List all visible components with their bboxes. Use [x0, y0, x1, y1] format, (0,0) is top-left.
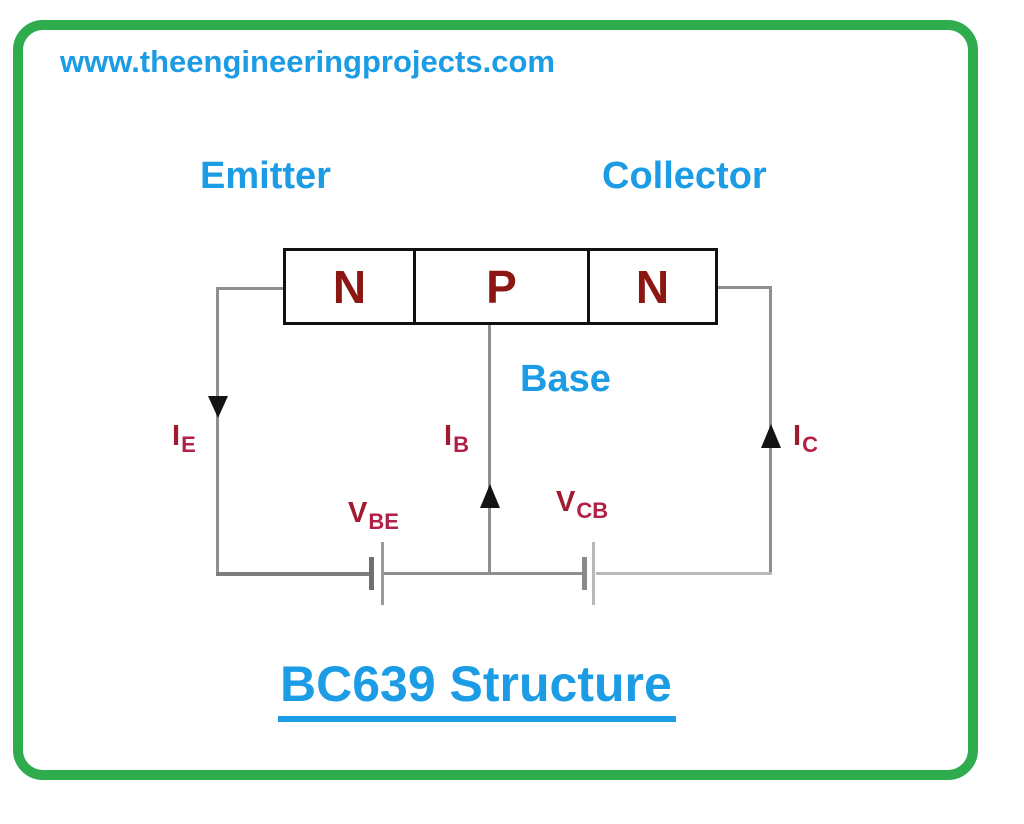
- bottom-wire-left: [216, 572, 370, 576]
- vbe-voltage-label: VBE: [348, 497, 399, 534]
- vcb-subscript: CB: [576, 498, 609, 523]
- base-wire-vertical: [488, 325, 491, 575]
- bottom-wire-right: [596, 572, 772, 575]
- vcb-symbol: V: [556, 486, 576, 518]
- npn-body-box: N P N: [283, 248, 718, 325]
- ib-subscript: B: [453, 432, 469, 457]
- vbe-subscript: BE: [368, 509, 399, 534]
- green-border-frame: [13, 20, 978, 780]
- base-current-arrow-up-icon: [480, 484, 500, 508]
- collector-current-label: IC: [793, 420, 818, 457]
- region-p-base: P: [416, 251, 590, 322]
- base-label: Base: [520, 358, 611, 400]
- ic-subscript: C: [802, 432, 818, 457]
- website-url: www.theengineeringprojects.com: [60, 44, 555, 79]
- battery-vbe-long-plate: [381, 542, 384, 605]
- diagram-title: BC639 Structure: [278, 655, 676, 722]
- collector-wire-horizontal: [718, 286, 772, 289]
- ic-symbol: I: [793, 420, 802, 452]
- battery-vcb-short-plate: [582, 557, 587, 590]
- battery-vcb-long-plate: [592, 542, 595, 605]
- vcb-voltage-label: VCB: [556, 486, 608, 523]
- collector-label: Collector: [602, 155, 767, 197]
- ie-symbol: I: [172, 420, 181, 452]
- emitter-current-label: IE: [172, 420, 196, 457]
- region-n-emitter: N: [286, 251, 416, 322]
- emitter-wire-vertical: [216, 287, 219, 575]
- bottom-wire-middle: [384, 572, 583, 575]
- emitter-wire-horizontal: [216, 287, 283, 290]
- emitter-label: Emitter: [200, 155, 331, 197]
- ie-subscript: E: [181, 432, 196, 457]
- ib-symbol: I: [444, 420, 453, 452]
- battery-vbe-short-plate: [369, 557, 374, 590]
- base-current-label: IB: [444, 420, 469, 457]
- emitter-current-arrow-down-icon: [208, 396, 228, 418]
- vbe-symbol: V: [348, 497, 368, 529]
- collector-current-arrow-up-icon: [761, 424, 781, 448]
- region-n-collector: N: [635, 260, 670, 313]
